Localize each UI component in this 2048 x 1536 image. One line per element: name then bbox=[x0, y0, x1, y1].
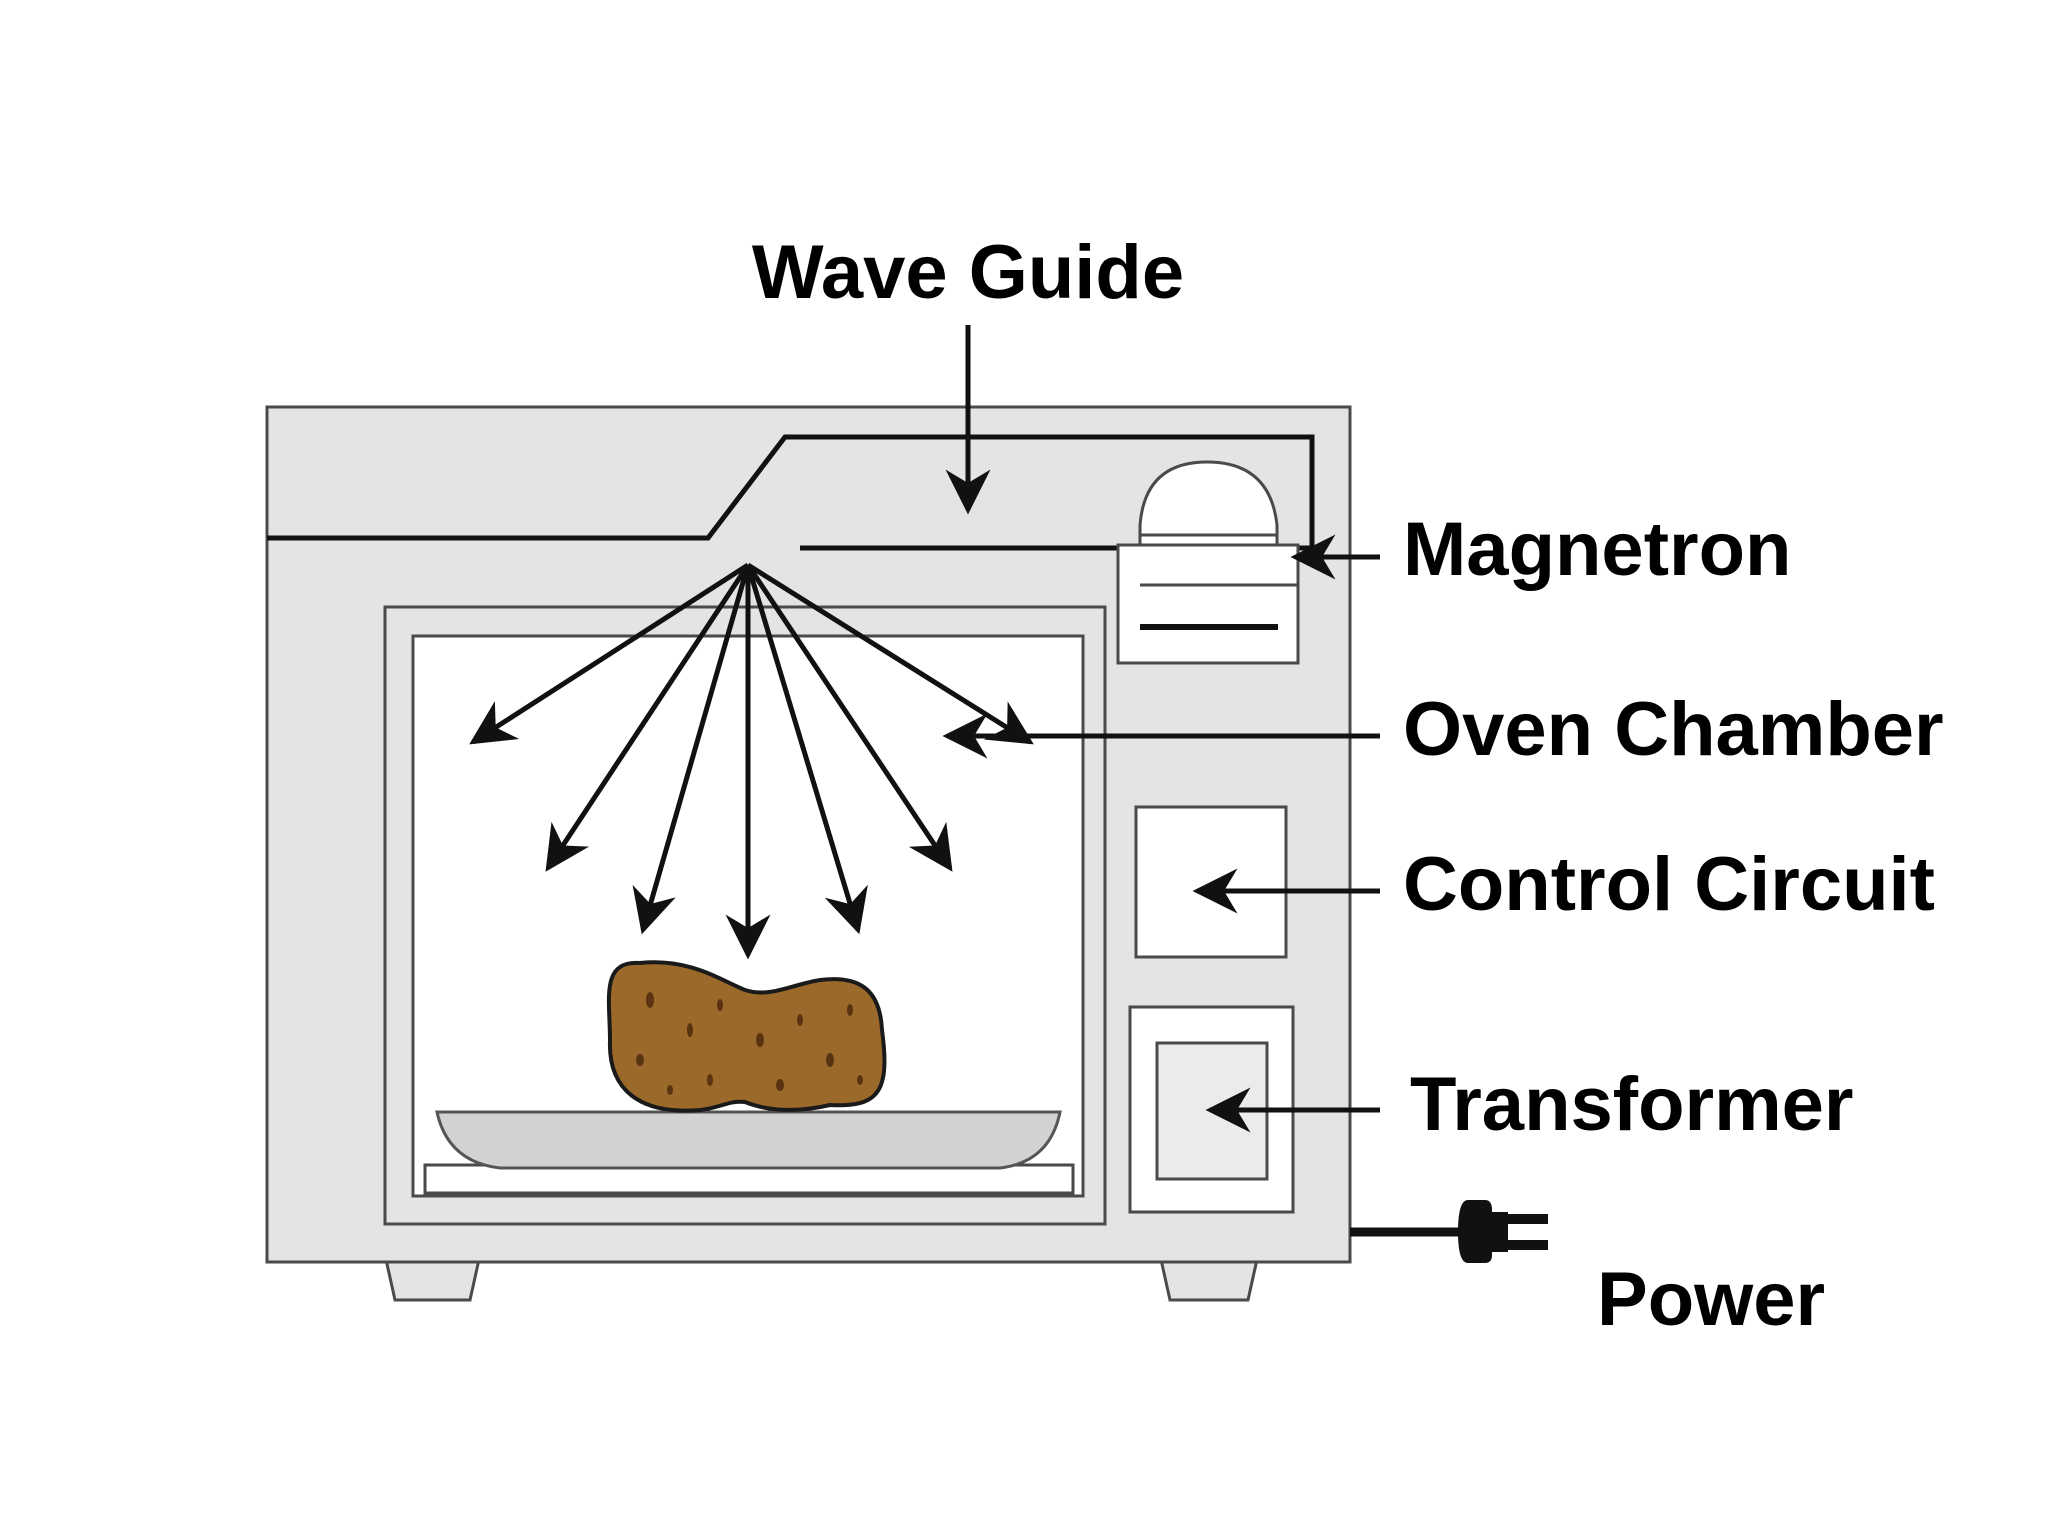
label-oven-chamber: Oven Chamber bbox=[1403, 687, 1944, 772]
power-plug-icon bbox=[1350, 1200, 1548, 1263]
label-magnetron: Magnetron bbox=[1403, 507, 1791, 592]
label-transformer: Transformer bbox=[1410, 1062, 1854, 1147]
food-potato bbox=[606, 960, 887, 1113]
plate bbox=[435, 1110, 1062, 1170]
label-wave-guide: Wave Guide bbox=[752, 230, 1184, 315]
magnetron bbox=[1116, 460, 1300, 665]
microwave-emission-arrows bbox=[469, 562, 1034, 960]
wave-guide-channel bbox=[267, 434, 1315, 548]
control-circuit-box bbox=[1134, 805, 1288, 959]
label-control-circuit: Control Circuit bbox=[1403, 842, 1935, 927]
label-power: Power bbox=[1597, 1257, 1825, 1342]
